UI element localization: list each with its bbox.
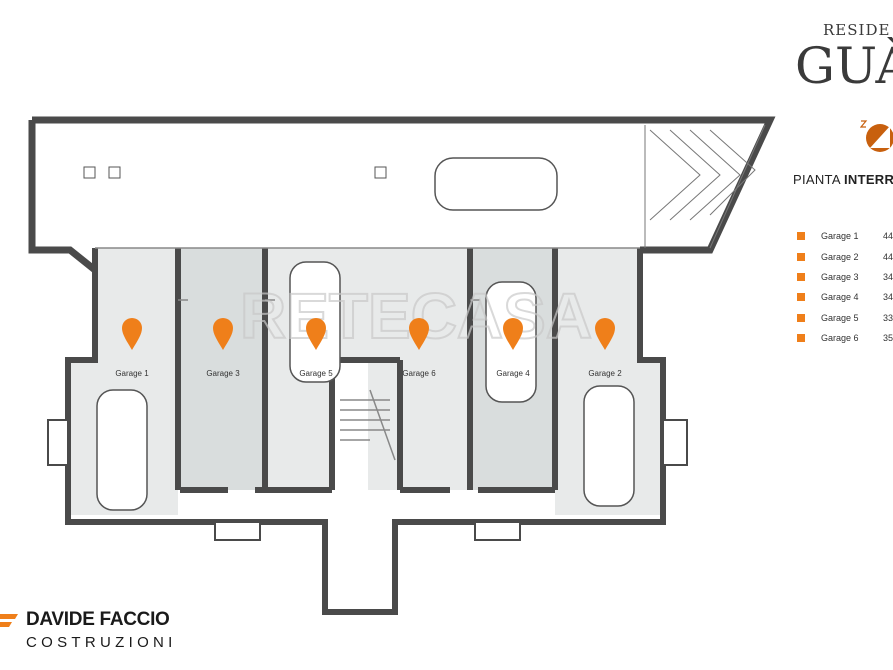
legend-item: Garage 1 44 [797, 226, 893, 246]
location-pin-icon[interactable] [122, 318, 142, 350]
walls [65, 248, 666, 615]
legend-label: Garage 2 [821, 251, 859, 262]
legend-value: 44 [883, 231, 893, 242]
location-pin-icon[interactable] [306, 318, 326, 350]
legend-swatch [797, 313, 805, 322]
garage-label: Garage 1 [115, 369, 149, 378]
legend-swatch [797, 232, 805, 241]
compass-icon [860, 120, 893, 152]
garage-label: Garage 5 [299, 369, 333, 378]
residence-logo: RESIDE GUÀ [795, 21, 893, 95]
legend-value: 34 [883, 292, 893, 303]
legend-value: 35 [883, 333, 893, 344]
garage-label: Garage 2 [588, 369, 622, 378]
company-subtitle: COSTRUZIONI [26, 634, 177, 651]
location-pin-icon[interactable] [409, 318, 429, 350]
legend-value: 44 [883, 251, 893, 262]
legend-label: Garage 6 [821, 333, 859, 344]
company-logo-icon [0, 614, 18, 627]
pillar [374, 166, 387, 179]
legend-swatch [797, 272, 805, 281]
legend-label: Garage 3 [821, 271, 859, 282]
legend-item: Garage 6 35 [797, 328, 893, 348]
pillar [108, 166, 121, 179]
garage-label: Garage 4 [496, 369, 530, 378]
legend-swatch [797, 334, 805, 343]
location-pin-icon[interactable] [213, 318, 233, 350]
legend-label: Garage 5 [821, 312, 859, 323]
cars [96, 157, 635, 511]
legend-label: Garage 1 [821, 231, 859, 242]
legend-value: 33 [883, 312, 893, 323]
pillar [83, 166, 96, 179]
legend-item: Garage 4 34 [797, 287, 893, 307]
legend-value: 34 [883, 271, 893, 282]
legend-swatch [797, 293, 805, 302]
thin-lines [95, 247, 640, 461]
legend-item: Garage 3 34 [797, 267, 893, 287]
legend-label: Garage 4 [821, 292, 859, 303]
ramp [644, 124, 766, 249]
location-pin-icon[interactable] [503, 318, 523, 350]
garage-label: Garage 6 [402, 369, 436, 378]
company-name: DAVIDE FACCIO [26, 609, 170, 630]
garage-label: Garage 3 [206, 369, 240, 378]
legend-item: Garage 5 33 [797, 308, 893, 328]
plan-title: PIANTA INTERRA [793, 172, 893, 187]
location-pin-icon[interactable] [595, 318, 615, 350]
legend-item: Garage 2 44 [797, 246, 893, 266]
windows [47, 419, 688, 541]
legend-swatch [797, 252, 805, 261]
